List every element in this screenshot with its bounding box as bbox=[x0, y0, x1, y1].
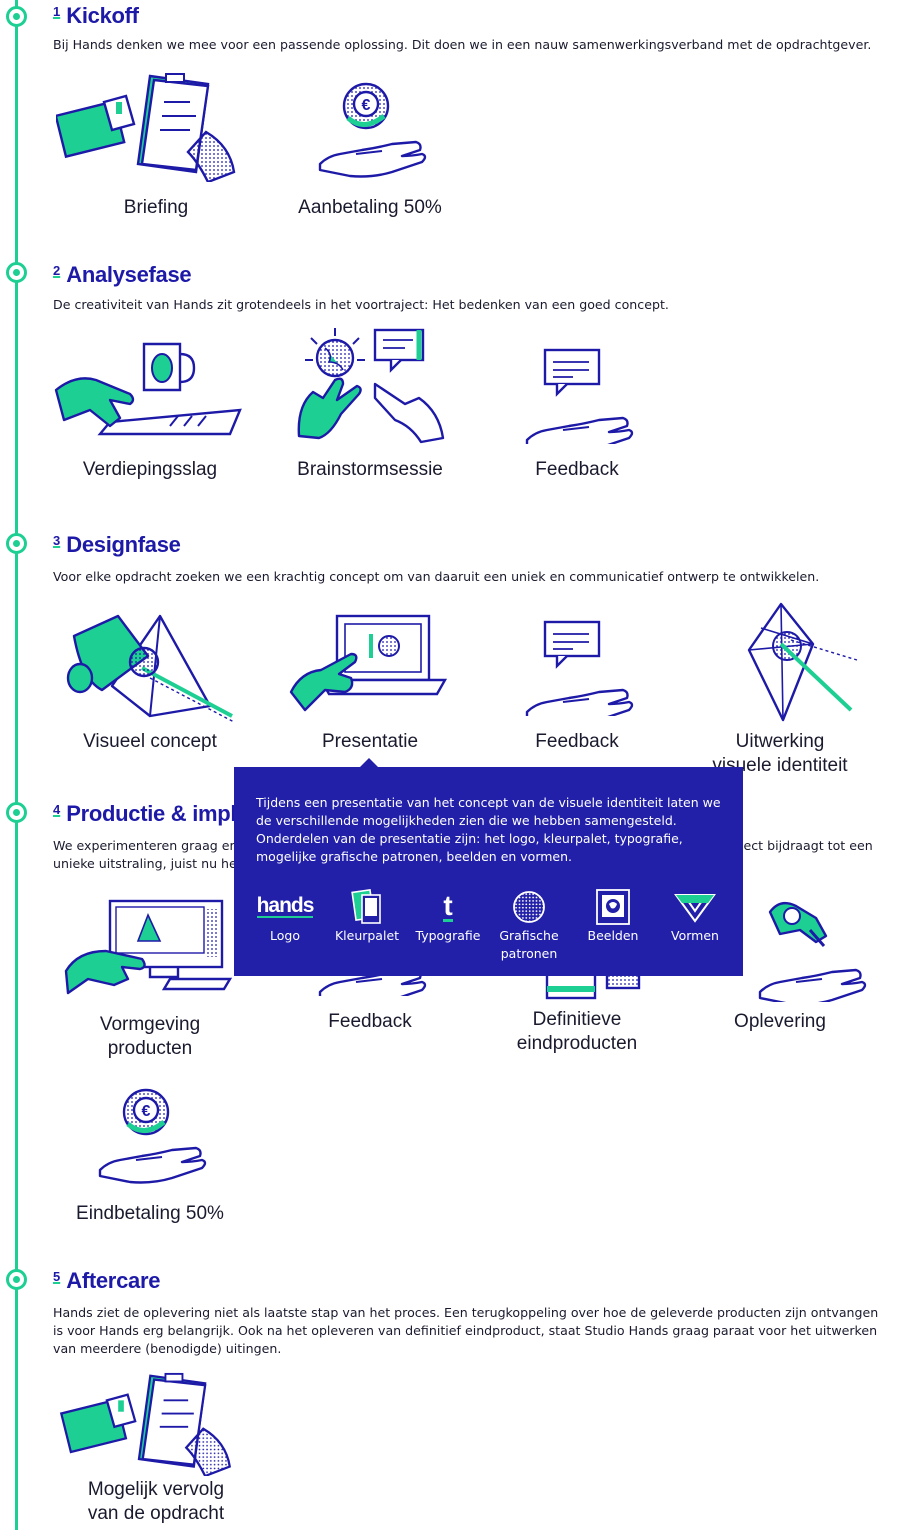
option-label: Kleurpalet bbox=[334, 928, 400, 943]
step-label: Feedback bbox=[535, 731, 619, 752]
phase-number: 2 bbox=[53, 263, 61, 278]
step-label: Visueel concept bbox=[83, 731, 217, 752]
timeline-node-4 bbox=[6, 802, 27, 823]
feedback-icon bbox=[525, 620, 634, 716]
step-feedback-4: Feedback bbox=[270, 900, 470, 1034]
desktop-design-icon bbox=[64, 899, 233, 995]
phase-number: 5 bbox=[53, 1269, 61, 1284]
step-label: Definitieve eindproducten bbox=[516, 1009, 638, 1054]
shapes-icon bbox=[674, 894, 716, 923]
briefing-icon bbox=[56, 72, 236, 182]
step-brainstormsessie: Brainstormsessie bbox=[270, 324, 470, 482]
pattern-icon bbox=[513, 891, 545, 923]
feedback-icon bbox=[525, 348, 634, 444]
option-beelden[interactable]: Beelden bbox=[571, 887, 655, 945]
step-label: Briefing bbox=[123, 197, 189, 218]
coin-icon bbox=[318, 82, 427, 178]
option-kleurpalet[interactable]: Kleurpalet bbox=[325, 887, 409, 945]
hands-logo-icon: hands bbox=[256, 894, 314, 918]
coin-icon bbox=[98, 1088, 207, 1184]
diamond-icon bbox=[747, 602, 858, 722]
step-eindbetaling: Eindbetaling 50% bbox=[50, 1088, 250, 1226]
step-presentatie[interactable]: Presentatie bbox=[270, 612, 470, 754]
option-vormen[interactable]: Vormen bbox=[653, 887, 737, 945]
step-label: Aanbetaling 50% bbox=[298, 197, 442, 218]
option-label: Beelden bbox=[587, 928, 639, 943]
step-feedback-2: Feedback bbox=[477, 348, 677, 482]
option-label: Grafische patronen bbox=[499, 928, 559, 961]
step-verdiepingsslag: Verdiepingsslag bbox=[50, 334, 250, 482]
timeline-line bbox=[15, 0, 18, 1530]
delivery-icon bbox=[758, 901, 867, 1002]
step-label: Vormgeving producten bbox=[99, 1014, 201, 1059]
option-logo[interactable]: hands Logo bbox=[243, 887, 327, 945]
phase-title-1: 1 Kickoff bbox=[53, 3, 139, 29]
step-vormgeving: Vormgeving producten bbox=[50, 895, 250, 1061]
step-label: Eindbetaling 50% bbox=[76, 1203, 224, 1224]
option-label: Vormen bbox=[671, 928, 719, 943]
color-palette-icon bbox=[351, 889, 381, 924]
phase-description-1: Bij Hands denken we mee voor een passend… bbox=[53, 37, 872, 52]
step-feedback-3: Feedback bbox=[477, 620, 677, 754]
typography-icon: t bbox=[443, 889, 453, 922]
images-icon bbox=[596, 889, 630, 925]
briefing-icon bbox=[60, 1372, 231, 1476]
option-grafische-patronen[interactable]: Grafische patronen bbox=[487, 887, 571, 963]
step-briefing: Briefing bbox=[56, 72, 256, 220]
timeline-node-3 bbox=[6, 533, 27, 554]
laptop-presentation-icon bbox=[289, 614, 448, 712]
step-label: Feedback bbox=[328, 1011, 412, 1032]
phase-number: 4 bbox=[53, 802, 61, 817]
phase-name: Aftercare bbox=[66, 1268, 161, 1293]
step-oplevering: Oplevering bbox=[680, 890, 880, 1034]
step-mogelijk-vervolg: Mogelijk vervolg van de opdracht bbox=[56, 1372, 256, 1526]
step-label: Verdiepingsslag bbox=[82, 459, 218, 480]
step-visueel-concept: Visueel concept bbox=[50, 608, 250, 754]
phase-name: Kickoff bbox=[66, 3, 139, 28]
phase-description-5: Hands ziet de oplevering niet als laatst… bbox=[53, 1305, 879, 1356]
phase-number: 3 bbox=[53, 533, 61, 548]
step-aanbetaling: Aanbetaling 50% bbox=[270, 82, 470, 220]
step-label: Mogelijk vervolg van de opdracht bbox=[87, 1479, 225, 1524]
phase-title-5: 5 Aftercare bbox=[53, 1268, 160, 1294]
phase-number: 1 bbox=[53, 4, 61, 19]
phase-description-2: De creativiteit van Hands zit grotendeel… bbox=[53, 297, 669, 312]
timeline-node-5 bbox=[6, 1269, 27, 1290]
step-uitwerking: Uitwerking visuele identiteit bbox=[680, 600, 880, 778]
option-label: Logo bbox=[270, 928, 300, 943]
option-typografie[interactable]: t Typografie bbox=[406, 887, 490, 945]
step-label: Brainstormsessie bbox=[297, 459, 443, 480]
presentatie-tooltip: Tijdens een presentatie van het concept … bbox=[234, 758, 743, 976]
phase-title-3: 3 Designfase bbox=[53, 532, 181, 558]
option-label: Typografie bbox=[415, 928, 481, 943]
tooltip-text: Tijdens een presentatie van het concept … bbox=[256, 795, 721, 864]
step-label: Oplevering bbox=[734, 1011, 826, 1032]
step-label: Feedback bbox=[535, 459, 619, 480]
phase-name: Analysefase bbox=[66, 262, 192, 287]
timeline-node-2 bbox=[6, 262, 27, 283]
step-label: Uitwerking visuele identiteit bbox=[712, 731, 848, 776]
timeline-node-1 bbox=[6, 6, 27, 27]
brainstorm-icon bbox=[297, 328, 445, 444]
step-label: Presentatie bbox=[321, 731, 419, 752]
phase-title-2: 2 Analysefase bbox=[53, 262, 192, 288]
prism-icon bbox=[66, 614, 235, 722]
phase-description-3: Voor elke opdracht zoeken we een krachti… bbox=[53, 569, 820, 584]
phase-name: Designfase bbox=[66, 532, 181, 557]
study-icon bbox=[54, 342, 242, 436]
